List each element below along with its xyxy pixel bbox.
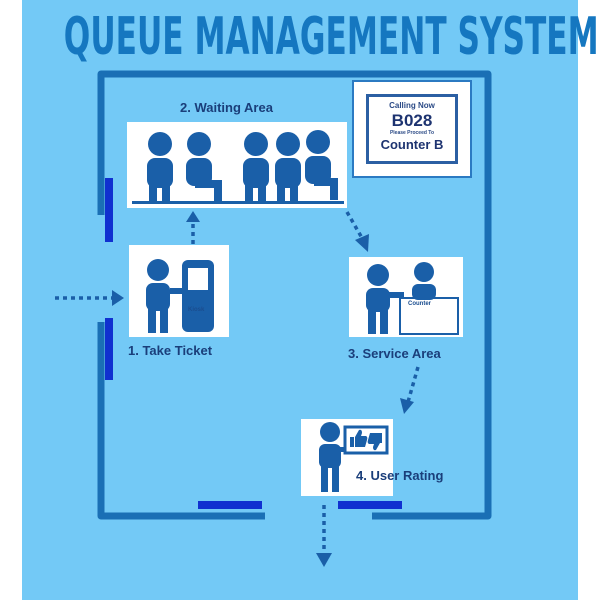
kiosk-label: Kiosk	[188, 307, 205, 313]
step-waiting-label: 2. Waiting Area	[180, 100, 273, 115]
step-service-label: 3. Service Area	[348, 346, 441, 361]
ticket-number: B028	[391, 111, 433, 130]
frame-wall	[97, 70, 492, 520]
person-icon	[305, 130, 338, 200]
calling-text: Calling Now	[389, 101, 435, 110]
page-title: QUEUE MANAGEMENT SYSTEM	[63, 7, 599, 68]
figures	[132, 130, 459, 492]
calling-display: Calling Now B028 Please Proceed To Count…	[352, 80, 472, 178]
step-ticket-label: 1. Take Ticket	[128, 343, 213, 358]
counter-label: Counter	[408, 301, 431, 307]
kiosk-icon	[182, 260, 214, 332]
person-icon	[147, 132, 173, 203]
person-icon	[186, 132, 222, 202]
instruction-text: Please Proceed To	[389, 130, 435, 136]
person-icon	[146, 259, 186, 333]
thumbs-up-icon	[350, 429, 368, 447]
staff-icon	[412, 262, 436, 300]
counter-desk	[399, 297, 459, 335]
person-icon	[243, 132, 269, 203]
flow-arrows	[55, 211, 420, 567]
door-marks	[105, 178, 402, 509]
person-icon	[366, 264, 404, 334]
counter-text: Counter B	[380, 137, 444, 152]
thumbs-down-icon	[367, 433, 382, 451]
bench	[132, 201, 344, 204]
step-rating-label: 4. User Rating	[356, 468, 444, 483]
person-icon	[275, 132, 301, 203]
